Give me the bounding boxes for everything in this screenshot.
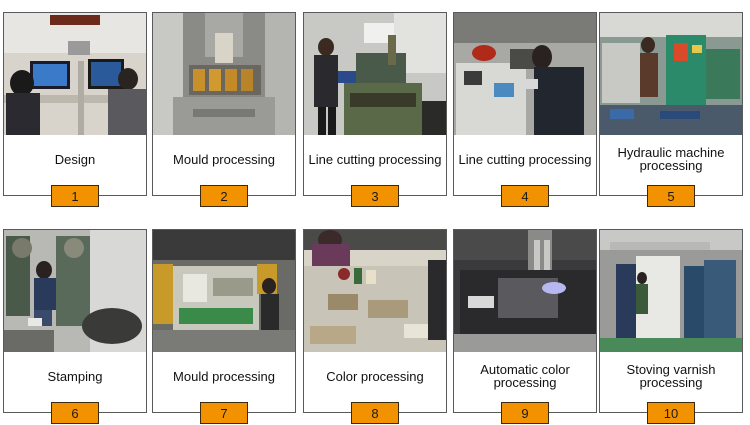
- step-number-badge: 10: [647, 402, 695, 424]
- design-office-photo: [4, 13, 146, 135]
- color-processing-photo: [304, 230, 446, 352]
- process-card-5: Hydraulic machine processing 5: [599, 12, 743, 207]
- step-number-badge: 6: [51, 402, 99, 424]
- step-number-badge: 8: [351, 402, 399, 424]
- automatic-color-machine-photo: [454, 230, 596, 352]
- process-label: Design: [54, 151, 96, 167]
- mould-machine-photo: [153, 13, 295, 135]
- process-card-9: Automatic color processing 9: [453, 229, 597, 424]
- step-number-badge: 1: [51, 185, 99, 207]
- step-number-badge: 3: [351, 185, 399, 207]
- line-cutting-photo: [304, 13, 446, 135]
- process-card-4: Line cutting processing 4: [453, 12, 597, 207]
- process-card-10: Stoving varnish processing 10: [599, 229, 743, 424]
- process-label: Stoving varnish processing: [626, 362, 716, 390]
- process-card-6: Stamping 6: [3, 229, 147, 424]
- step-number-badge: 5: [647, 185, 695, 207]
- injection-mould-photo: [153, 230, 295, 352]
- process-label: Stamping: [47, 368, 103, 384]
- process-label: Color processing: [326, 368, 424, 384]
- process-label: Mould processing: [173, 368, 275, 384]
- step-number-badge: 2: [200, 185, 248, 207]
- stoving-varnish-photo: [600, 230, 742, 352]
- process-card-3: Line cutting processing 3: [303, 12, 447, 207]
- process-label: Hydraulic machine processing: [617, 145, 725, 173]
- process-label: Mould processing: [173, 151, 275, 167]
- step-number-badge: 7: [200, 402, 248, 424]
- process-card-1: Design 1: [3, 12, 147, 207]
- process-card-7: Mould processing 7: [152, 229, 296, 424]
- process-label: Automatic color processing: [480, 362, 570, 390]
- process-card-2: Mould processing 2: [152, 12, 296, 207]
- line-cutting-operator-photo: [454, 13, 596, 135]
- process-label: Line cutting processing: [308, 151, 442, 167]
- step-number-badge: 4: [501, 185, 549, 207]
- process-label: Line cutting processing: [458, 151, 592, 167]
- stamping-photo: [4, 230, 146, 352]
- step-number-badge: 9: [501, 402, 549, 424]
- hydraulic-machine-photo: [600, 13, 742, 135]
- process-card-8: Color processing 8: [303, 229, 447, 424]
